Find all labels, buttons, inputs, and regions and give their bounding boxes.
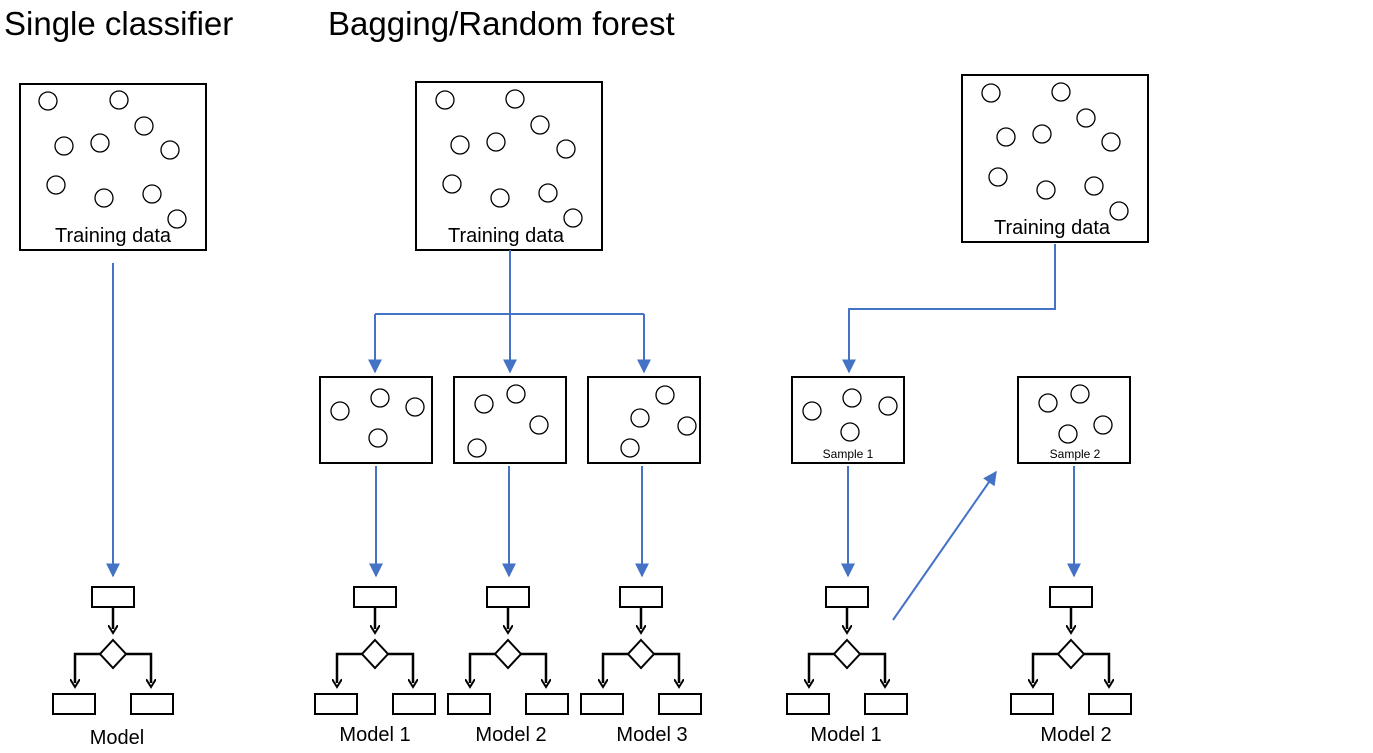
bagging-heading: Bagging/Random forest [328, 5, 675, 42]
model-label-bag-2: Model 2 [475, 724, 546, 746]
training-data-label: Training data [448, 225, 565, 247]
data-point [620, 438, 640, 458]
data-point [1084, 176, 1104, 196]
data-point [1032, 124, 1052, 144]
data-points [38, 82, 1129, 458]
model-label-bag-1: Model 1 [339, 724, 410, 746]
data-point [840, 422, 860, 442]
data-point [109, 90, 129, 110]
data-point [94, 188, 114, 208]
data-point [529, 415, 549, 435]
data-point [505, 89, 525, 109]
data-point [1070, 384, 1090, 404]
sample-2-label: Sample 2 [1050, 447, 1101, 461]
data-point [1093, 415, 1113, 435]
data-point [1051, 82, 1071, 102]
data-point [486, 132, 506, 152]
training-data-label: Training data [55, 225, 172, 247]
single-classifier-heading: Single classifier [4, 5, 233, 42]
data-point [538, 183, 558, 203]
data-point [38, 91, 58, 111]
data-point [54, 136, 74, 156]
data-point [1076, 108, 1096, 128]
data-point [677, 416, 697, 436]
sample-1-label: Sample 1 [823, 447, 874, 461]
arrow-model-1-to-sample-2 [892, 470, 997, 621]
data-point [1109, 201, 1129, 221]
data-point [442, 174, 462, 194]
data-point [370, 388, 390, 408]
data-point [563, 208, 583, 228]
flow-arrows [106, 244, 1081, 621]
training-data-label: Training data [994, 217, 1111, 239]
model-label-bag-3: Model 3 [616, 724, 687, 746]
data-point [467, 438, 487, 458]
data-point [474, 394, 494, 414]
data-point [1101, 132, 1121, 152]
data-point [160, 140, 180, 160]
data-point [878, 396, 898, 416]
decision-trees [52, 586, 1132, 715]
data-point [1058, 424, 1078, 444]
data-point [435, 90, 455, 110]
decision-tree-icon [447, 586, 569, 715]
decision-tree-icon [580, 586, 702, 715]
data-point [981, 83, 1001, 103]
model-label-boost-1: Model 1 [810, 724, 881, 746]
data-point [655, 385, 675, 405]
data-point [405, 397, 425, 417]
data-point [996, 127, 1016, 147]
data-point [556, 139, 576, 159]
data-point [368, 428, 388, 448]
data-point [1036, 180, 1056, 200]
model-label-boost-2: Model 2 [1040, 724, 1111, 746]
data-point [450, 135, 470, 155]
data-point [1038, 393, 1058, 413]
data-point [530, 115, 550, 135]
data-point [330, 401, 350, 421]
decision-tree-icon [1010, 586, 1132, 715]
data-point [802, 401, 822, 421]
data-point [506, 384, 526, 404]
data-point [630, 408, 650, 428]
training-data-single: Training data [19, 83, 207, 251]
decision-tree-icon [786, 586, 908, 715]
data-point [167, 209, 187, 229]
decision-tree-icon [314, 586, 436, 715]
model-label-single: Model [90, 727, 144, 749]
data-point [134, 116, 154, 136]
data-point [142, 184, 162, 204]
data-point [490, 188, 510, 208]
bootstrap-sample-box-1 [319, 376, 433, 464]
data-point [988, 167, 1008, 187]
arrow-training-to-sample-1 [842, 244, 1056, 374]
data-point [90, 133, 110, 153]
data-point [842, 388, 862, 408]
decision-tree-icon [52, 586, 174, 715]
data-point [46, 175, 66, 195]
